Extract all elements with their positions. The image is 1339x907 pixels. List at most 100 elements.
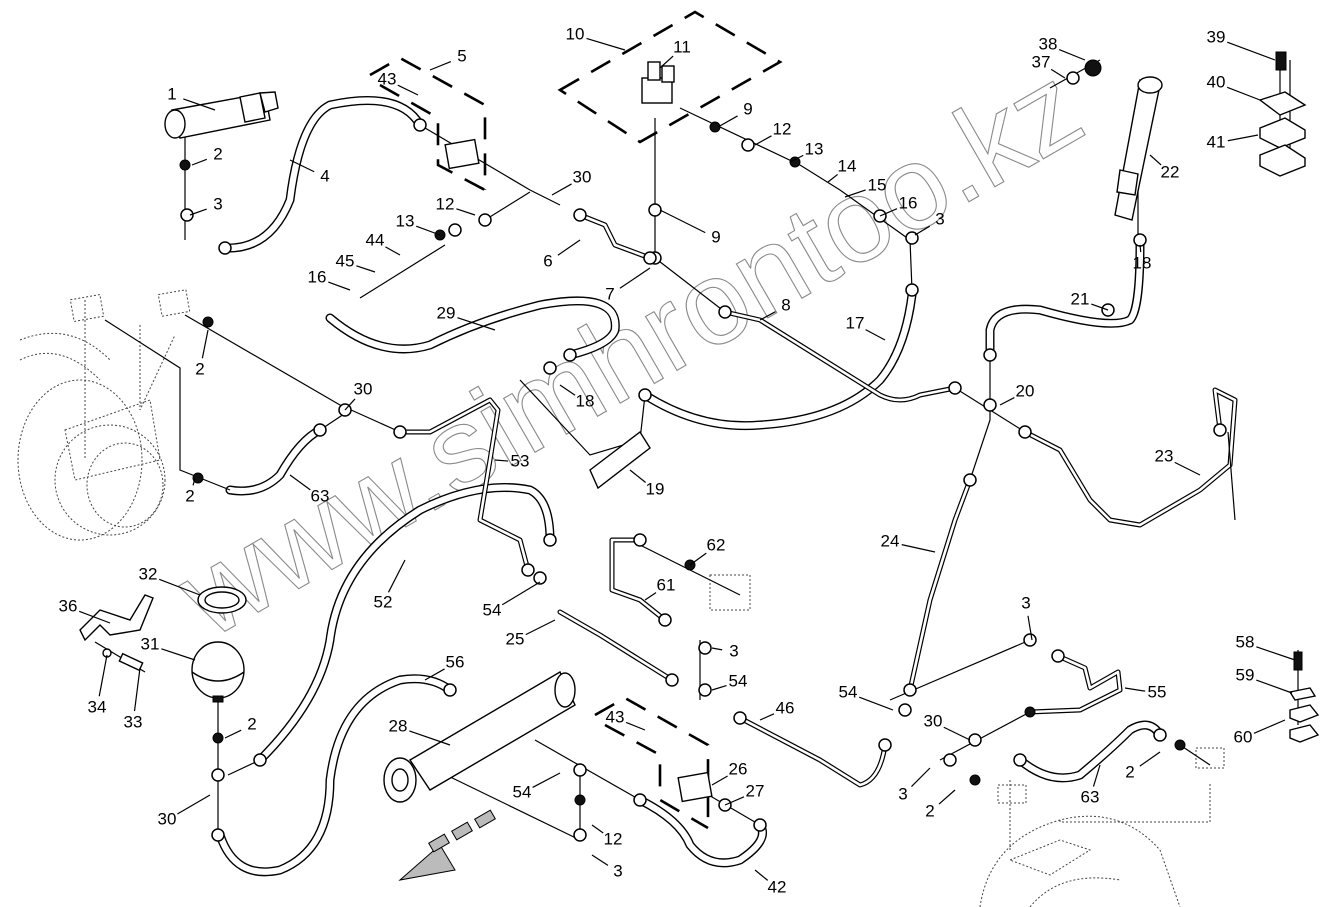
callout-label-21: 21 <box>1071 289 1090 308</box>
fitting <box>1024 706 1036 718</box>
fitting <box>1174 739 1186 751</box>
axle-housing-right-ghost <box>979 747 1225 907</box>
fitting <box>573 828 587 842</box>
leader-line-21 <box>1091 303 1109 311</box>
fitting <box>573 763 587 777</box>
callout-label-30: 30 <box>158 809 177 828</box>
callout-label-3: 3 <box>213 194 222 213</box>
callout-label-30: 30 <box>573 167 592 186</box>
leader-line-3 <box>591 854 609 866</box>
fitting <box>253 753 267 767</box>
fitting <box>709 121 721 133</box>
nut-37 <box>1066 71 1080 85</box>
callout-label-3: 3 <box>613 861 622 880</box>
callout-label-1: 1 <box>167 84 176 103</box>
leader-line-54 <box>532 772 561 788</box>
callout-label-9: 9 <box>743 99 752 118</box>
callout-label-61: 61 <box>657 575 676 594</box>
callout-label-3: 3 <box>729 641 738 660</box>
callout-label-20: 20 <box>1016 381 1035 400</box>
callout-label-63: 63 <box>1081 787 1100 806</box>
fitting <box>718 305 732 319</box>
group-frames <box>369 10 783 830</box>
fitting <box>658 613 672 627</box>
callout-label-2: 2 <box>185 486 194 505</box>
clamp-41-top <box>1259 117 1306 149</box>
clamp-60-bottom <box>1289 724 1320 743</box>
fitting <box>983 348 997 362</box>
leader-line-30 <box>177 794 211 815</box>
leader-line-26 <box>711 775 728 786</box>
fitting <box>1013 753 1027 767</box>
callout-label-28: 28 <box>389 716 408 735</box>
cylinder-22 <box>1114 76 1163 221</box>
leader-line-32 <box>158 578 201 596</box>
callout-labels: 1234543101191213141516330967121344451629… <box>59 24 1255 896</box>
pipe-24 <box>907 477 973 693</box>
bolt-39 <box>1275 51 1287 71</box>
callout-label-29: 29 <box>437 303 456 322</box>
fitting <box>573 208 587 222</box>
callout-label-34: 34 <box>88 697 107 716</box>
pin-1 <box>164 91 279 139</box>
callout-label-2: 2 <box>213 144 222 163</box>
leader-line-56 <box>424 668 445 681</box>
fitting <box>789 156 801 168</box>
callout-label-18: 18 <box>1133 253 1152 272</box>
leader-line-22 <box>1149 154 1162 166</box>
callout-label-2: 2 <box>195 359 204 378</box>
callout-label-12: 12 <box>773 119 792 138</box>
fitting <box>733 711 747 725</box>
fitting <box>643 251 657 265</box>
fitting <box>648 203 662 217</box>
callout-label-18: 18 <box>576 391 595 410</box>
fitting <box>878 738 892 752</box>
callout-label-12: 12 <box>604 829 623 848</box>
leader-line-36 <box>79 610 111 624</box>
leader-line-12 <box>591 824 604 834</box>
leader-line-5 <box>429 60 452 71</box>
callout-label-7: 7 <box>605 284 614 303</box>
fitting <box>413 118 427 132</box>
leader-line-37 <box>1050 68 1066 79</box>
bolt-58 <box>1293 651 1303 671</box>
fitting <box>192 472 204 484</box>
callout-label-2: 2 <box>247 714 256 733</box>
callout-label-16: 16 <box>308 267 327 286</box>
callout-label-3: 3 <box>898 784 907 803</box>
fitting <box>741 138 755 152</box>
fitting <box>1153 728 1167 742</box>
callout-label-53: 53 <box>511 451 530 470</box>
leader-line-30 <box>943 726 971 741</box>
cylinder-28 <box>383 671 576 803</box>
leader-line-24 <box>901 544 936 553</box>
watermark: www.simhrontoo.kz <box>156 39 1104 663</box>
leader-line-54 <box>501 581 541 606</box>
group-10-frame <box>557 10 783 144</box>
leader-line-16 <box>879 208 898 217</box>
fitting <box>1213 423 1227 437</box>
fitting <box>393 425 407 439</box>
fitting <box>983 398 997 412</box>
callout-label-54: 54 <box>729 671 748 690</box>
group-43-frame <box>594 696 710 828</box>
valve-19 <box>589 430 651 490</box>
leader-line-41 <box>1227 134 1259 142</box>
leader-line-2 <box>224 729 242 739</box>
callout-label-23: 23 <box>1155 446 1174 465</box>
leader-line-6 <box>557 239 581 256</box>
callout-label-10: 10 <box>566 24 585 43</box>
fitting <box>1051 649 1065 663</box>
callout-label-60: 60 <box>1234 727 1253 746</box>
fitting <box>698 641 712 655</box>
callout-label-42: 42 <box>768 877 787 896</box>
fitting <box>521 563 535 577</box>
callout-label-58: 58 <box>1236 632 1255 651</box>
callout-label-19: 19 <box>646 479 665 498</box>
callout-label-27: 27 <box>746 781 765 800</box>
fitting <box>179 159 191 171</box>
leader-line-9 <box>659 209 706 234</box>
fitting <box>638 388 652 402</box>
leader-line-2 <box>938 789 956 805</box>
fitting <box>1133 233 1147 247</box>
